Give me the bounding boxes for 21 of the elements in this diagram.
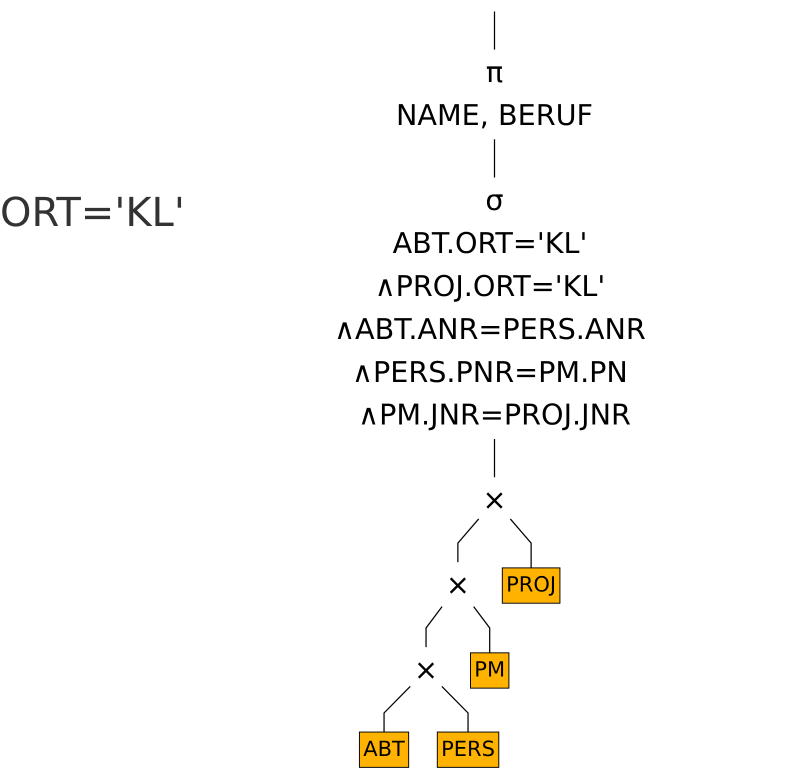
tree-edge <box>383 686 411 732</box>
tree-edge <box>510 518 532 568</box>
node-text: × <box>482 484 506 518</box>
tree-edge <box>473 606 490 653</box>
tree-edge <box>441 686 469 732</box>
tree-edge <box>457 518 480 562</box>
node-text: σ <box>485 184 504 218</box>
node-box: ABT <box>358 732 410 768</box>
node-text: × <box>446 568 470 602</box>
node-box: PM <box>470 652 510 689</box>
node-text: π <box>486 56 504 90</box>
tree-edge <box>494 139 496 178</box>
node-label: NAME, BERUF <box>396 99 594 133</box>
node-text: × <box>414 654 438 688</box>
tree-edge <box>494 439 496 478</box>
tree-edge <box>425 606 443 648</box>
condition-text: ORT='KL' <box>0 190 186 236</box>
node-box: PROJ <box>502 567 560 604</box>
tree-edge <box>494 11 496 50</box>
node-box: PERS <box>436 732 500 768</box>
node-label: ABT.ORT='KL' ∧PROJ.ORT='KL' ∧ABT.ANR=PERS.ANR ∧PERS.PNR=PM.PN ∧PM.JNR=PROJ.JNR <box>334 227 646 432</box>
